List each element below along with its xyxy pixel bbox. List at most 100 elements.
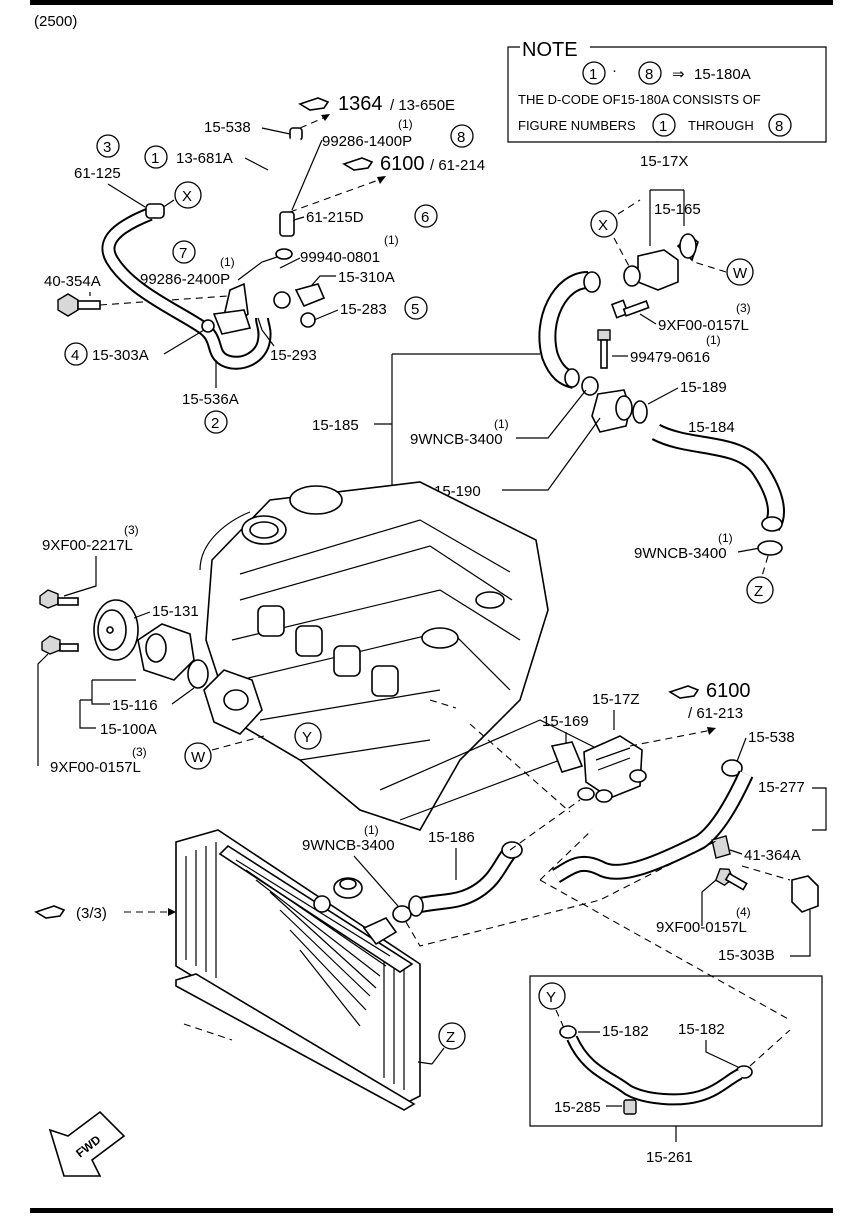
callout-7 [172, 240, 196, 264]
qty-9xf00-0157l-c: (4) [736, 905, 751, 919]
note-circle-1-label: 1 [589, 66, 597, 83]
label-99286-1400p: 99286-1400P [322, 133, 412, 150]
callout-7-label: 7 [179, 245, 187, 262]
qty-9wncb-3400-c: (1) [364, 823, 379, 837]
label-15-189: 15-189 [680, 379, 727, 396]
label-9xf00-0157l-b: 9XF00-0157L [50, 759, 141, 776]
label-15-165: 15-165 [654, 201, 701, 218]
qty-99940-0801: (1) [384, 233, 399, 247]
upper-right-hose-group: 15-17X 15-165 X W (3) 9XF00-0157L (1) 99… [312, 153, 785, 604]
callout-w-mid-label: W [191, 749, 206, 766]
note-line-2a: FIGURE NUMBERS [518, 118, 636, 133]
qty-9xf00-2217l: (3) [124, 523, 139, 537]
callout-x-right-label: X [598, 217, 608, 234]
callout-2-label: 2 [211, 415, 219, 432]
label-9xf00-0157l-c: 9XF00-0157L [656, 919, 747, 936]
ref-6100b-code: 6100 [706, 680, 751, 702]
label-40-354a: 40-354A [44, 273, 101, 290]
label-99479-0616: 99479-0616 [630, 349, 710, 366]
callout-x-left-label: X [182, 188, 192, 205]
ref-3-3: (3/3) [34, 905, 176, 922]
note-dot: · [612, 62, 617, 79]
note-line-circle-1 [652, 113, 676, 137]
callout-y-engine-label: Y [302, 729, 312, 746]
ref-3-3-code: (3/3) [76, 905, 107, 922]
ref-6100-a: 6100 / 61-214 [342, 153, 485, 175]
ref-6100-b: 6100 / 61-213 [668, 680, 751, 722]
ref-1364: 1364 / 13-650E [298, 93, 455, 115]
qty-9xf00-0157l-b: (3) [132, 745, 147, 759]
label-15-536a: 15-536A [182, 391, 239, 408]
pointing-hand-icon [668, 685, 700, 699]
callout-8 [450, 124, 474, 148]
callout-3-label: 3 [103, 139, 111, 156]
callout-2 [204, 410, 228, 434]
callout-z-left [438, 1022, 466, 1050]
note-equals-icon: ⇒ [672, 66, 685, 83]
label-15-293: 15-293 [270, 347, 317, 364]
lower-right-hose-group: 15-17Z 15-169 15-538 15-277 41-364A (1) … [302, 691, 827, 1021]
callout-4-label: 4 [71, 347, 79, 364]
qty-9wncb-3400-a: (1) [494, 417, 509, 431]
callout-z-right-label: Z [754, 583, 763, 600]
label-9wncb-3400-c: 9WNCB-3400 [302, 837, 395, 854]
label-61-125: 61-125 [74, 165, 121, 182]
label-15-182-a: 15-182 [602, 1023, 649, 1040]
label-15-303a: 15-303A [92, 347, 149, 364]
label-9xf00-0157l-a: 9XF00-0157L [658, 317, 749, 334]
label-15-303b: 15-303B [718, 947, 775, 964]
bottom-frame-bar [30, 1208, 833, 1213]
engine-block: Y [199, 481, 621, 831]
radiator: Z [175, 829, 466, 1111]
bolt-9xf00-0157l-c [714, 868, 748, 891]
label-99286-2400p: 99286-2400P [140, 271, 230, 288]
bolt-9xf00-2217l [39, 589, 79, 609]
pointing-hand-icon [34, 905, 66, 919]
label-9wncb-3400-b: 9WNCB-3400 [634, 545, 727, 562]
label-61-215d: 61-215D [306, 209, 364, 226]
callout-y-box-label: Y [546, 989, 556, 1006]
callout-6-label: 6 [421, 209, 429, 226]
note-line-2b: THROUGH [688, 118, 754, 133]
bolt-9xf00-0157l-b [41, 635, 79, 655]
qty-99286-1400p: (1) [398, 117, 413, 131]
callout-3 [96, 134, 120, 158]
note-title: NOTE [522, 39, 578, 61]
ref-6100a-sub: / 61-214 [430, 157, 485, 174]
pointing-hand-icon [342, 157, 374, 171]
label-15-116: 15-116 [112, 697, 158, 714]
note-circle-8-label: 8 [645, 66, 653, 83]
label-15-185: 15-185 [312, 417, 359, 434]
label-15-17x: 15-17X [640, 153, 688, 170]
bolt-40-354a [57, 293, 101, 317]
callout-5 [404, 296, 428, 320]
label-9xf00-2217l: 9XF00-2217L [42, 537, 133, 554]
callout-y-engine [294, 722, 322, 750]
callout-y-box [538, 982, 566, 1010]
label-99940-0801: 99940-0801 [300, 249, 380, 266]
note-box: NOTE 1 · 8 ⇒ 15-180A THE D-CODE OF15-180… [507, 39, 827, 143]
label-15-285: 15-285 [554, 1099, 601, 1116]
note-line-circle-1-label: 1 [659, 118, 667, 135]
label-15-182-b: 15-182 [678, 1021, 725, 1038]
upper-left-hose-group: 15-538 1 13-681A 3 61-125 X (1) 99286-14… [44, 114, 474, 434]
lower-hose-box: Y 15-182 15-182 15-285 15-261 [529, 975, 823, 1166]
bolt-upper-right [610, 299, 650, 319]
callout-w-top-label: W [733, 265, 748, 282]
callout-z-right [746, 576, 774, 604]
callout-1 [144, 145, 168, 169]
callout-w-top [726, 258, 754, 286]
fwd-arrow-icon: FWD [48, 1110, 126, 1177]
callout-5-label: 5 [411, 301, 419, 318]
label-15-277: 15-277 [758, 779, 805, 796]
callout-x-left [174, 181, 202, 209]
label-9wncb-3400-a: 9WNCB-3400 [410, 431, 503, 448]
qty-9xf00-0157l-a: (3) [736, 301, 751, 315]
callout-z-left-label: Z [446, 1029, 455, 1046]
callout-w-mid [184, 742, 212, 770]
note-line-1: THE D-CODE OF15-180A CONSISTS OF [518, 92, 761, 107]
label-15-186: 15-186 [428, 829, 475, 846]
top-frame-bar [30, 0, 833, 5]
label-15-184: 15-184 [688, 419, 735, 436]
